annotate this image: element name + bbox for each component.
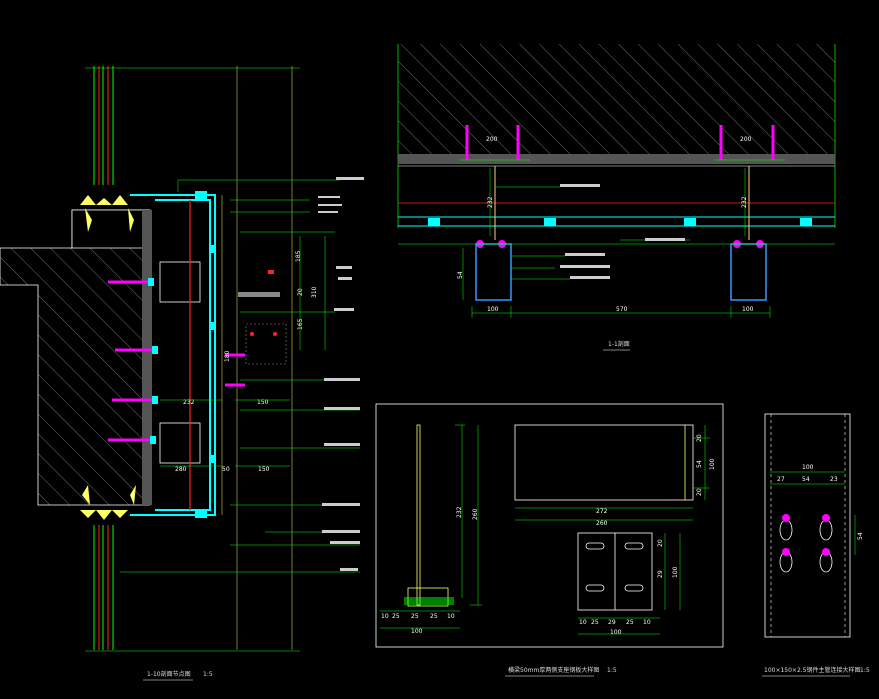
dim-232a: 232 [487,196,494,208]
anchor-dimension-labels: 100 27 54 23 54 [777,464,864,540]
caption-left-scale: 1:5 [203,671,213,678]
dim-180: 180 [224,350,231,362]
caption-anchor: 100×150×2.5钢件主管连接大样图 [764,666,861,674]
dim-165: 165 [297,318,304,330]
dim-100a: 100 [487,306,499,313]
dim-pv100: 100 [672,566,679,578]
dim-a100: 100 [802,464,814,471]
dim-av54: 54 [857,532,864,540]
dim-pb10: 10 [579,619,587,626]
dim-150a: 150 [257,399,269,406]
anchor-detail: 100 27 54 23 54 [764,413,864,638]
bracket-dimension-labels: 232 260 10 25 25 25 10 100 [381,506,479,635]
dim-w272: 272 [596,508,608,515]
dim-200a: 200 [486,136,498,143]
dim-54: 54 [457,271,464,279]
dim-232b: 232 [741,196,748,208]
caption-anchor-scale: 1:5 [860,667,870,674]
dim-r100: 100 [709,458,716,470]
dim-200b: 200 [740,136,752,143]
dim-570: 570 [616,306,628,313]
plan-dimension-labels: 20 54 20 100 272 260 [596,434,716,527]
dim-20: 20 [297,288,304,296]
dim-pv20: 20 [657,539,664,547]
dim-232: 232 [183,399,195,406]
dim-232-side: 232 [456,506,463,518]
dim-100b: 100 [742,306,754,313]
dim-b10b: 10 [447,613,455,620]
section-dimension-labels: 200 200 232 232 54 100 570 100 [457,136,754,313]
dim-m54: 54 [696,460,703,468]
dim-pb29: 29 [608,619,616,626]
dim-150b: 150 [258,466,270,473]
plate-dimension-labels: 20 29 100 10 25 29 25 10 100 [579,539,679,636]
dim-260-side: 260 [472,508,479,520]
dim-pw100: 100 [610,629,622,636]
dim-w100: 100 [411,628,423,635]
dim-b25a: 25 [392,613,400,620]
caption-bracket-scale: 1:5 [607,667,617,674]
dim-b25b: 25 [411,613,419,620]
dim-280: 280 [175,466,187,473]
dim-b25c: 25 [430,613,438,620]
dim-a54: 54 [802,476,810,483]
section-1-1: 200 200 232 232 54 100 570 100 [397,44,836,318]
left-node-detail: 185 20 310 165 180 232 150 280 50 150 [0,66,364,652]
dim-bot20: 20 [696,488,703,496]
dim-pb10b: 10 [643,619,651,626]
caption-left: 1-10剖面节点图 [147,670,191,678]
caption-section: 1-1剖面 [608,340,630,348]
dim-w260: 260 [596,520,608,527]
dim-top20: 20 [696,434,703,442]
dim-50: 50 [222,466,230,473]
dim-pb25b: 25 [626,619,634,626]
dim-pb25a: 25 [591,619,599,626]
dim-a23b: 23 [830,476,838,483]
dim-a27: 27 [777,476,785,483]
left-dimension-labels: 185 20 310 165 180 232 150 280 50 150 [175,250,318,473]
dim-185: 185 [295,250,302,262]
dim-pv29: 29 [657,570,664,578]
caption-bracket: 横梁50mm厚两侧支座钢板大样图 [508,666,599,674]
dim-b10: 10 [381,613,389,620]
bracket-detail-frame: 232 260 10 25 25 25 10 100 20 54 20 100 … [375,403,724,648]
captions: 1-10剖面节点图 1:5 1-1剖面 横梁50mm厚两侧支座钢板大样图 1:5… [143,340,870,681]
dim-310: 310 [311,286,318,298]
